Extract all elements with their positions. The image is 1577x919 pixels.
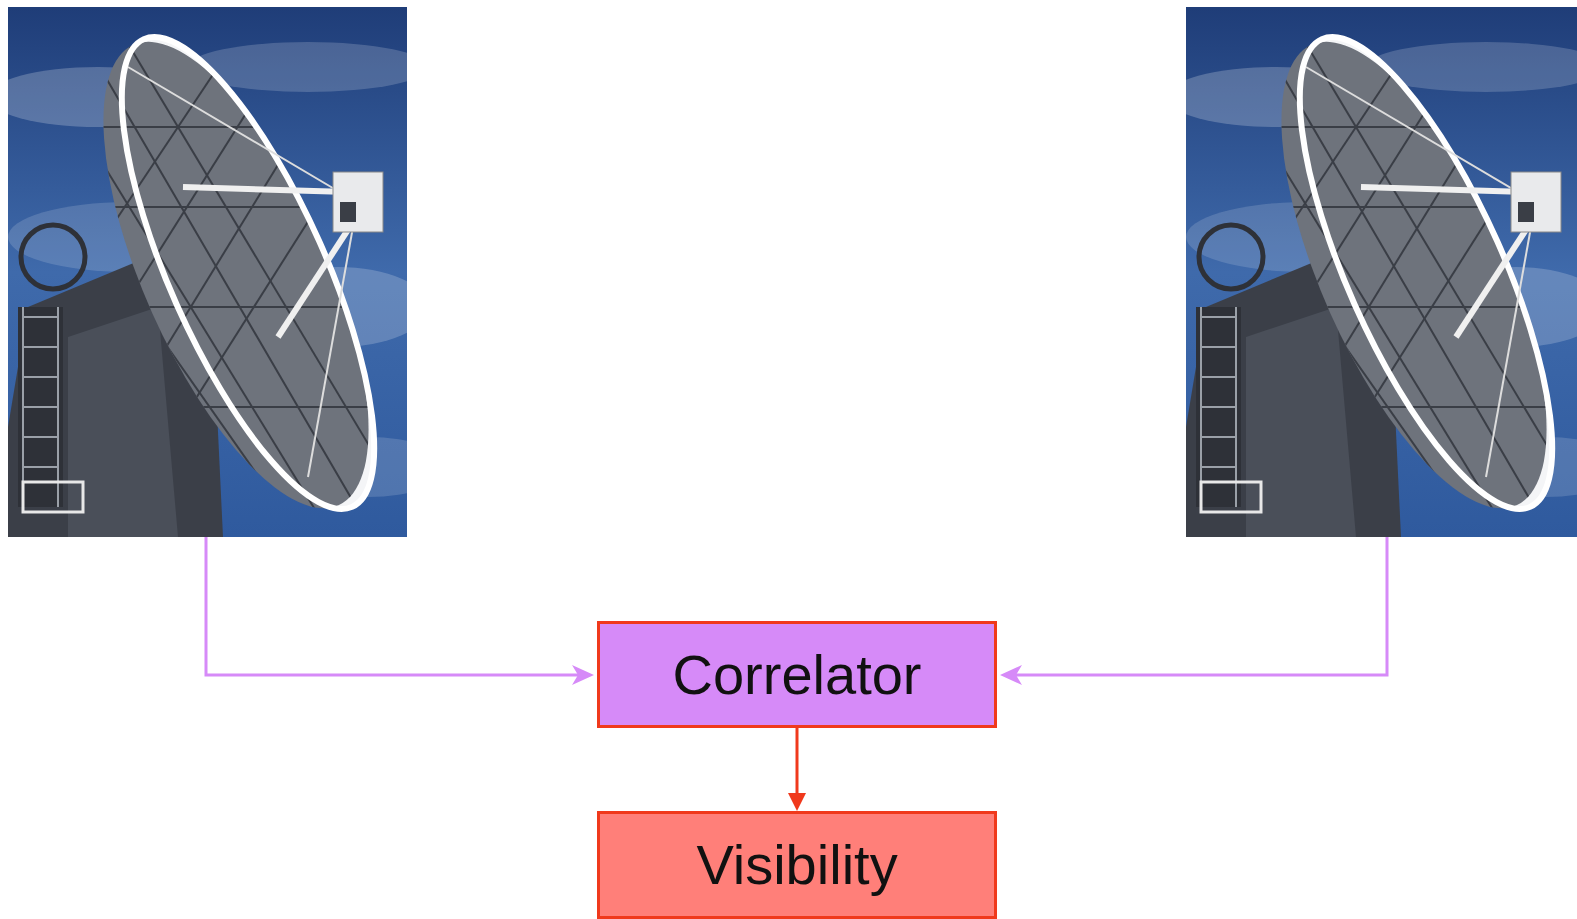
- wire-arrowhead: [572, 665, 594, 685]
- node-label: Correlator: [673, 644, 922, 706]
- process-box: Correlator: [597, 621, 997, 728]
- wire-arrowhead: [1000, 665, 1022, 685]
- node-label: Visibility: [696, 834, 897, 896]
- flow-arrow: [788, 728, 806, 811]
- process-box: Visibility: [597, 811, 997, 919]
- arrow-line: [796, 728, 799, 797]
- telescope-left: [8, 7, 407, 537]
- arrowhead: [788, 793, 806, 811]
- telescope-right: [1186, 7, 1577, 537]
